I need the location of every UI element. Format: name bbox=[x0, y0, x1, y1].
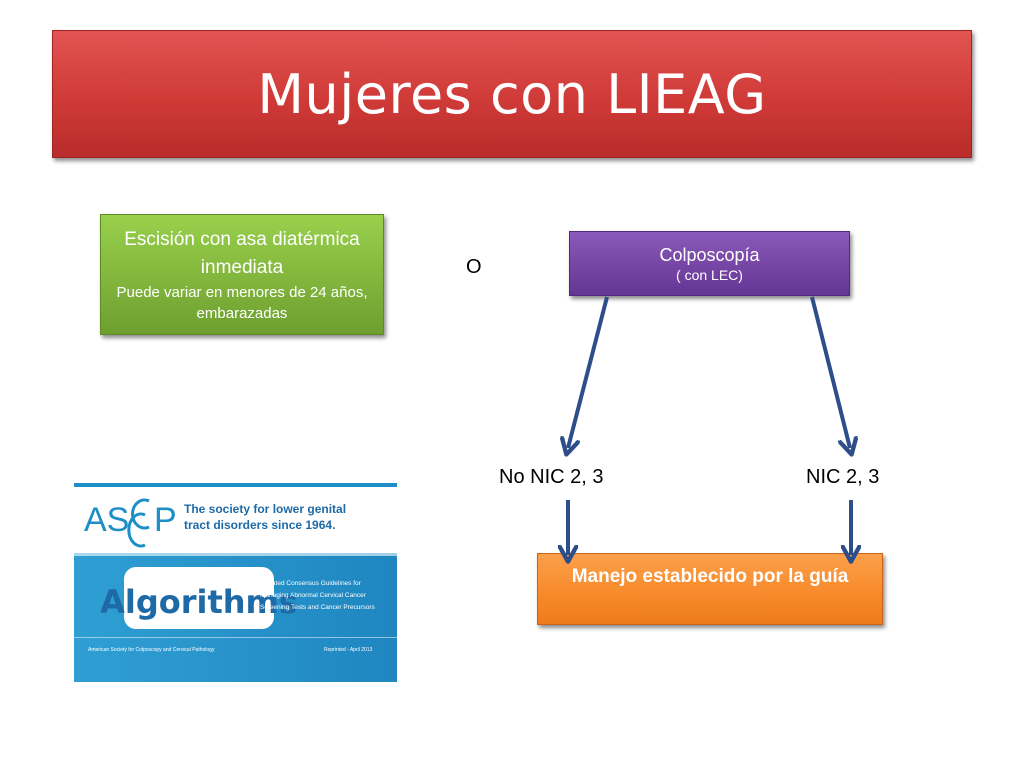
logo-footer-right: Reprinted - April 2013 bbox=[324, 647, 373, 653]
branch-nic-label: NIC 2, 3 bbox=[806, 466, 880, 488]
management-text: Manejo establecido por la guía bbox=[571, 566, 849, 587]
excision-sub-text: Puede variar en menores de 24 años, emba… bbox=[116, 283, 368, 322]
logo-desc-3: Screening Tests and Cancer Precursors bbox=[260, 604, 376, 611]
slide-title: Mujeres con LIEAG bbox=[257, 62, 767, 126]
logo-letters-right: P bbox=[154, 501, 177, 539]
asccp-logo-graphic: AS P The society for lower genital tract… bbox=[74, 441, 397, 682]
logo-tagline-1: The society for lower genital bbox=[184, 502, 346, 516]
colposcopy-box: Colposcopía ( con LEC) bbox=[569, 231, 850, 296]
branch-no-nic-label: No NIC 2, 3 bbox=[499, 466, 604, 488]
logo-cc-mark bbox=[127, 498, 150, 548]
title-banner: Mujeres con LIEAG bbox=[52, 30, 972, 158]
excision-box: Escisión con asa diatérmica inmediata Pu… bbox=[100, 214, 384, 335]
logo-letters-left: AS bbox=[84, 501, 129, 539]
logo-desc-2: Managing Abnormal Cervical Cancer bbox=[260, 592, 367, 599]
logo-algorithms-word: Algorithms bbox=[100, 583, 298, 621]
arrow-to-nic bbox=[810, 296, 850, 448]
excision-main-text: Escisión con asa diatérmica inmediata bbox=[124, 228, 360, 278]
arrow-to-no-nic bbox=[568, 296, 609, 448]
logo-desc-1: Updated Consensus Guidelines for bbox=[260, 580, 362, 587]
or-label: O bbox=[466, 256, 482, 278]
asccp-algorithms-logo: AS P The society for lower genital tract… bbox=[74, 441, 397, 682]
colposcopy-sub-text: ( con LEC) bbox=[676, 266, 743, 283]
management-box: Manejo establecido por la guía bbox=[537, 553, 883, 625]
logo-tagline-2: tract disorders since 1964. bbox=[184, 518, 335, 532]
logo-footer-left: American Society for Colposcopy and Cerv… bbox=[88, 647, 215, 653]
colposcopy-main-text: Colposcopía bbox=[659, 244, 760, 265]
